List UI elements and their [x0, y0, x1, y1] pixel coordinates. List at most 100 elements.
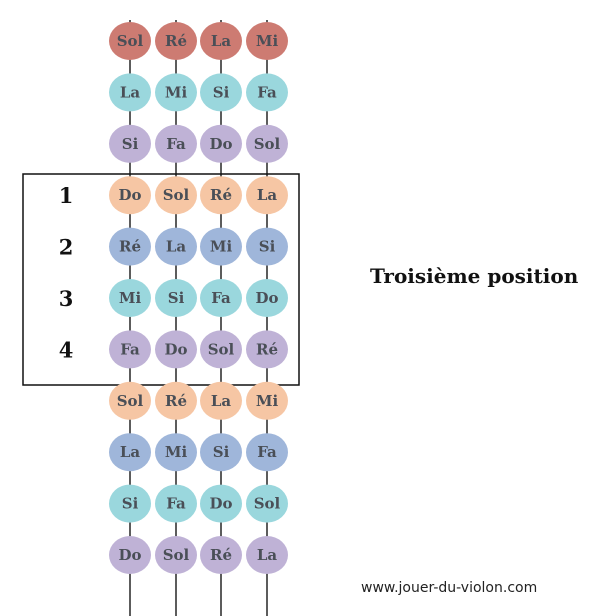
note-10-4: Sol	[246, 484, 288, 523]
note-label: Do	[118, 546, 141, 564]
note-circle	[246, 279, 288, 317]
note-circle	[246, 22, 288, 60]
note-label: Mi	[165, 83, 188, 101]
note-circle	[246, 176, 288, 215]
note-circle	[109, 22, 151, 60]
note-label: Fa	[166, 135, 186, 153]
note-label: Sol	[163, 546, 190, 564]
note-9-1: La	[109, 433, 151, 472]
note-circle	[155, 22, 197, 60]
note-label: Do	[118, 186, 141, 204]
note-8-4: Mi	[246, 381, 288, 420]
note-8-2: Ré	[155, 381, 197, 420]
note-3-1: Si	[109, 124, 151, 163]
note-label: Fa	[257, 83, 277, 101]
note-8-3: La	[200, 381, 242, 420]
note-label: Fa	[257, 443, 277, 461]
note-label: Fa	[120, 340, 140, 358]
third-position-box	[22, 173, 300, 386]
note-11-1: Do	[109, 536, 151, 574]
note-circle	[155, 227, 197, 266]
note-11-2: Sol	[155, 536, 197, 574]
note-circle	[246, 536, 288, 574]
note-label: Ré	[119, 238, 141, 256]
note-label: Mi	[256, 392, 279, 410]
note-circle	[246, 124, 288, 163]
note-2-3: Si	[200, 73, 242, 112]
note-circle	[109, 73, 151, 112]
finger-number-1: 1	[59, 183, 74, 208]
note-circle	[200, 330, 242, 369]
note-circle	[109, 279, 151, 317]
note-label: Mi	[119, 289, 142, 307]
note-11-3: Ré	[200, 536, 242, 574]
note-circle	[200, 484, 242, 523]
note-label: La	[120, 443, 141, 461]
note-label: Mi	[256, 32, 279, 50]
note-1-3: La	[200, 22, 242, 60]
finger-number-4: 4	[59, 337, 74, 362]
note-6-2: Si	[155, 279, 197, 317]
note-label: Si	[213, 443, 230, 461]
note-circle	[109, 536, 151, 574]
note-5-3: Mi	[200, 227, 242, 266]
note-3-4: Sol	[246, 124, 288, 163]
note-label: Si	[259, 238, 276, 256]
note-label: Do	[209, 135, 232, 153]
note-circle	[246, 484, 288, 523]
note-5-4: Si	[246, 227, 288, 266]
note-circle	[109, 433, 151, 472]
note-label: La	[120, 83, 141, 101]
note-circle	[246, 433, 288, 472]
note-2-2: Mi	[155, 73, 197, 112]
note-label: Sol	[117, 32, 144, 50]
note-6-1: Mi	[109, 279, 151, 317]
note-label: Sol	[254, 495, 281, 513]
note-circle	[200, 433, 242, 472]
note-4-1: Do	[109, 176, 151, 215]
note-circle	[155, 330, 197, 369]
note-label: La	[166, 238, 187, 256]
note-circle	[155, 124, 197, 163]
note-10-2: Fa	[155, 484, 197, 523]
note-9-3: Si	[200, 433, 242, 472]
note-circle	[155, 279, 197, 317]
note-7-1: Fa	[109, 330, 151, 369]
note-7-4: Ré	[246, 330, 288, 369]
note-1-1: Sol	[109, 22, 151, 60]
note-label: Do	[164, 340, 187, 358]
note-circle	[155, 536, 197, 574]
note-2-1: La	[109, 73, 151, 112]
note-4-3: Ré	[200, 176, 242, 215]
note-circle	[246, 381, 288, 420]
note-circle	[109, 124, 151, 163]
note-label: Mi	[165, 443, 188, 461]
note-circle	[200, 381, 242, 420]
note-circle	[155, 433, 197, 472]
note-circle	[109, 176, 151, 215]
note-label: Sol	[208, 340, 235, 358]
note-6-4: Do	[246, 279, 288, 317]
note-circle	[155, 176, 197, 215]
note-2-4: Fa	[246, 73, 288, 112]
note-circle	[200, 124, 242, 163]
note-9-2: Mi	[155, 433, 197, 472]
note-label: Si	[168, 289, 185, 307]
finger-number-2: 2	[59, 235, 74, 260]
note-label: Sol	[163, 186, 190, 204]
note-label: La	[211, 32, 232, 50]
note-circle	[246, 330, 288, 369]
note-label: La	[211, 392, 232, 410]
note-label: La	[257, 186, 278, 204]
note-3-3: Do	[200, 124, 242, 163]
note-label: Ré	[165, 32, 187, 50]
note-9-4: Fa	[246, 433, 288, 472]
violin-strings	[129, 20, 268, 616]
note-10-1: Si	[109, 484, 151, 523]
note-label: Mi	[210, 238, 233, 256]
note-circle	[200, 22, 242, 60]
note-circle	[155, 73, 197, 112]
note-3-2: Fa	[155, 124, 197, 163]
